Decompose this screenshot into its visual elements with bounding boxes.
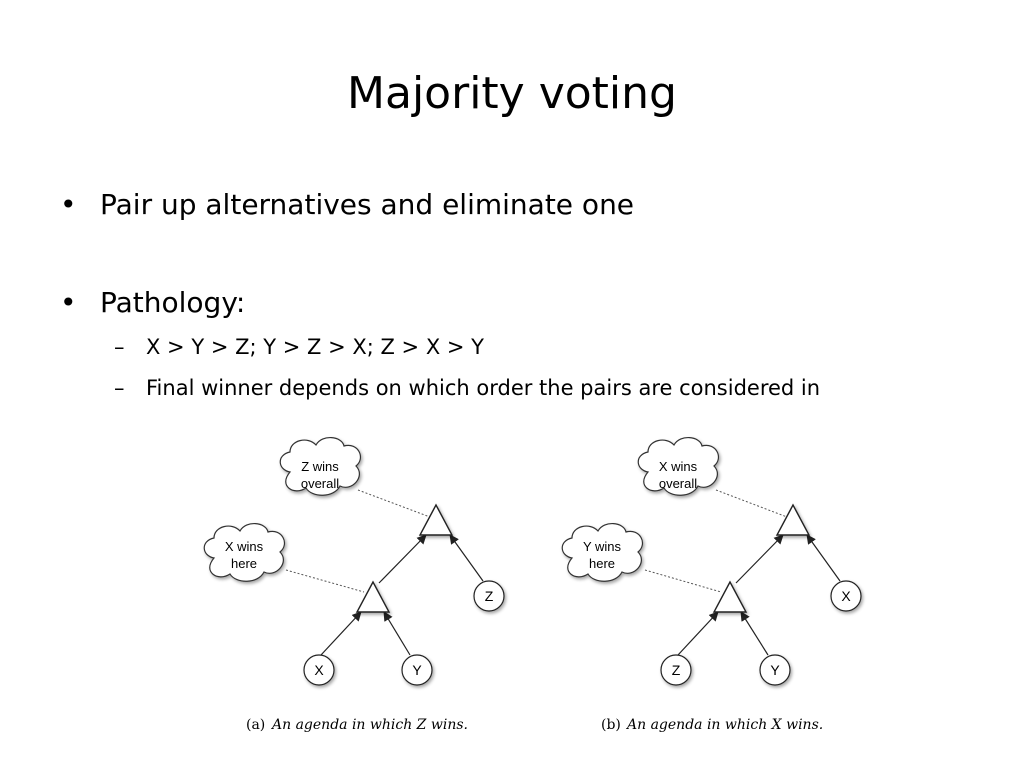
caption-a-text: An agenda in which Z wins.: [270, 717, 468, 733]
cloud-text: Y wins: [583, 539, 622, 554]
bullet-2-text: Pathology:: [100, 286, 246, 319]
bullet-1: • Pair up alternatives and eliminate one: [60, 188, 634, 221]
match-triangle-mid: [712, 580, 748, 613]
cloud-text: here: [589, 556, 615, 571]
cloud-text: overall: [659, 476, 697, 491]
cloud-x-wins-overall: [637, 437, 719, 496]
dotted-connector: [644, 569, 722, 593]
bullet-dot: •: [60, 188, 77, 221]
cloud-y-wins-here: [561, 523, 643, 582]
subbullet-2: –Final winner depends on which order the…: [114, 376, 820, 400]
node-label: Y: [412, 662, 422, 678]
bullet-2: • Pathology:: [60, 286, 245, 319]
caption-b-label: (b): [601, 717, 621, 733]
agenda-a: Z wins overall X wins here X Y Z (a) An …: [203, 437, 505, 733]
match-triangle-top: [775, 503, 811, 536]
cloud-text: X wins: [225, 539, 264, 554]
cloud-x-wins-here: [203, 523, 285, 582]
match-triangle-top: [418, 503, 454, 536]
leaf-node-z: [660, 654, 692, 686]
slide-title: Majority voting: [347, 68, 677, 119]
node-label: Y: [770, 662, 780, 678]
node-label: Z: [672, 662, 681, 678]
subbullet-dash: –: [114, 376, 125, 400]
match-triangle-mid: [355, 580, 391, 613]
edge: [740, 611, 769, 656]
dotted-connector: [357, 489, 431, 518]
dotted-connector: [715, 489, 788, 518]
edge: [735, 534, 784, 584]
leaf-node-y: [759, 654, 791, 686]
cloud-text: here: [231, 556, 257, 571]
edge: [383, 611, 411, 656]
dotted-connector: [285, 569, 365, 593]
edge: [677, 611, 719, 656]
subbullet-1-text: X > Y > Z; Y > Z > X; Z > X > Y: [146, 335, 484, 359]
node-label: X: [841, 588, 851, 604]
cloud-z-wins-overall: [279, 437, 361, 496]
cloud-text: Z wins: [301, 459, 339, 474]
caption-a-label: (a): [246, 717, 265, 733]
leaf-node-y: [401, 654, 433, 686]
leaf-node-z: [473, 580, 505, 612]
node-label: X: [314, 662, 324, 678]
leaf-node-x: [830, 580, 862, 612]
cloud-text: overall: [301, 476, 339, 491]
node-label: Z: [485, 588, 494, 604]
subbullet-2-text: Final winner depends on which order the …: [146, 376, 821, 400]
bullet-dot: •: [60, 286, 77, 319]
subbullet-1: –X > Y > Z; Y > Z > X; Z > X > Y: [114, 335, 484, 359]
bullet-1-text: Pair up alternatives and eliminate one: [100, 188, 635, 221]
leaf-node-x: [303, 654, 335, 686]
agenda-b: X wins overall Y wins here Z Y X (b) An …: [561, 437, 862, 733]
cloud-text: X wins: [659, 459, 698, 474]
edge: [806, 534, 841, 582]
edge: [378, 534, 427, 584]
caption-b-text: An agenda in which X wins.: [625, 717, 823, 733]
subbullet-dash: –: [114, 335, 125, 359]
edge: [320, 611, 362, 656]
edge: [449, 534, 484, 582]
